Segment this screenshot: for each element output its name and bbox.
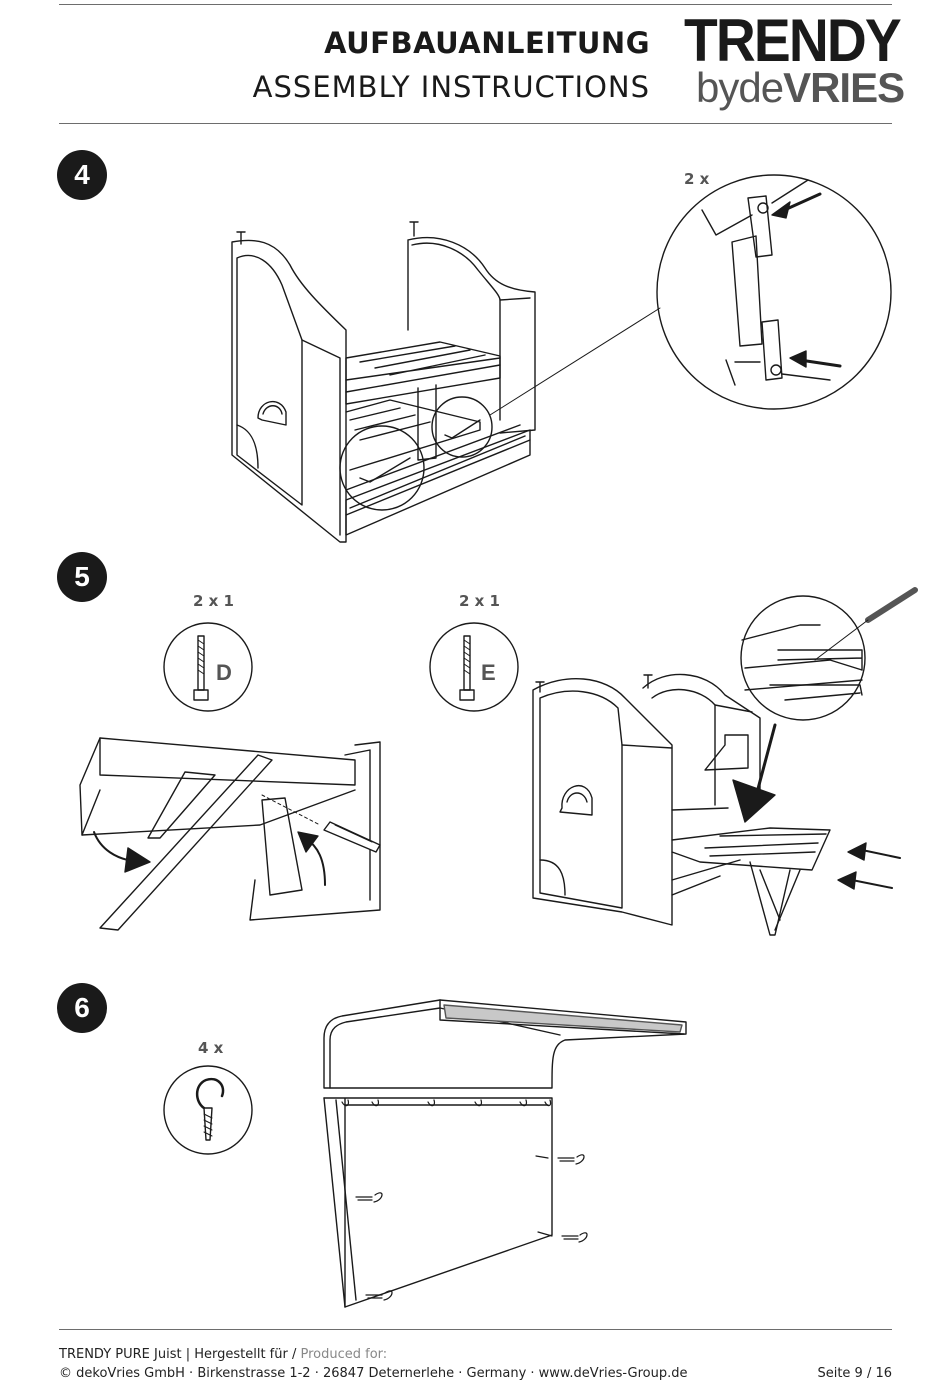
- step-4-quantity: 2 x: [684, 170, 710, 188]
- hook-screw-drawing: [163, 1065, 253, 1155]
- brand-logo-trendy: TRENDY: [684, 7, 902, 74]
- part-d-letter: D: [216, 660, 232, 685]
- header-rule: [59, 123, 892, 124]
- page-number: Seite 9 / 16: [817, 1366, 892, 1381]
- step-6-badge: 6: [57, 983, 107, 1033]
- title-german: AUFBAUANLEITUNG: [324, 26, 650, 60]
- step-6-quantity: 4 x: [198, 1039, 224, 1057]
- part-e-bolt-drawing: [429, 622, 519, 712]
- footer-product-line: TRENDY PURE Juist | Hergestellt für / Pr…: [59, 1347, 388, 1362]
- step-5-leg-drawing: [79, 737, 381, 931]
- title-english: ASSEMBLY INSTRUCTIONS: [252, 70, 650, 104]
- step-6-roof-drawing: [323, 999, 687, 1308]
- step-4-bench-drawing: [231, 174, 892, 543]
- brand-logo-devries: bydeVRIES: [696, 64, 905, 111]
- footer-rule: [59, 1329, 892, 1330]
- part-d-quantity: 2 x 1: [193, 592, 234, 610]
- step-4-badge: 4: [57, 150, 107, 200]
- part-e-quantity: 2 x 1: [459, 592, 500, 610]
- top-rule: [59, 4, 892, 5]
- step-5-badge: 5: [57, 552, 107, 602]
- part-d-bolt-drawing: [163, 622, 253, 712]
- footer-company-address: © dekoVries GmbH · Birkenstrasse 1-2 · 2…: [59, 1366, 688, 1381]
- step-5-bench-drawing: [532, 587, 918, 936]
- part-e-letter: E: [481, 660, 496, 685]
